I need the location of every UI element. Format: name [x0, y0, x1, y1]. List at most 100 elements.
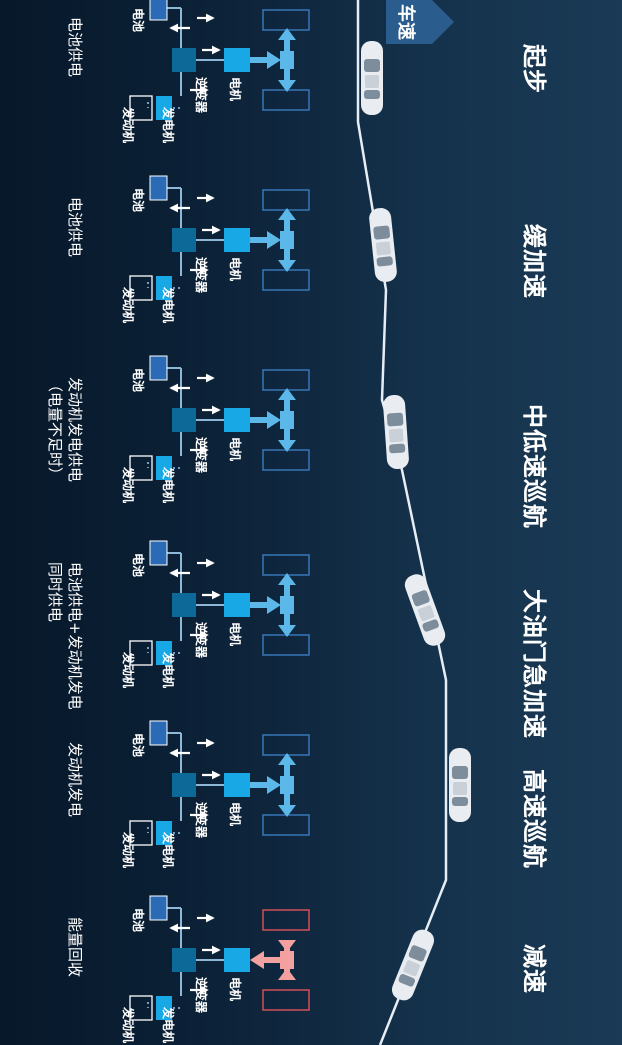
- inverter-label: 逆变器: [194, 977, 208, 1014]
- mode-description: 发动机发电: [66, 742, 84, 818]
- arrow-up-icon: [278, 208, 296, 220]
- arrow-up-icon: [278, 28, 296, 40]
- engine-label: 发动机: [121, 832, 135, 869]
- engine-box: [129, 820, 153, 846]
- mode-description: 能量回收: [66, 917, 84, 978]
- arrow-right-icon: [267, 596, 281, 614]
- wheel-box: [262, 734, 310, 756]
- motor-box: [224, 228, 250, 252]
- powertrain-diagram: [129, 175, 310, 301]
- speed-axis-label: 车速: [395, 4, 416, 40]
- powertrain-diagrams: [129, 0, 310, 1021]
- stage-title: 中低速巡航: [520, 404, 548, 529]
- generator-box: [156, 96, 172, 120]
- motor-box: [224, 773, 250, 797]
- generator-label: 发电机: [161, 832, 175, 869]
- engine-label: 发动机: [121, 652, 135, 689]
- battery-box: [149, 355, 168, 381]
- generator-box: [156, 821, 172, 845]
- wheel-box: [262, 9, 310, 31]
- engine-box: [129, 275, 153, 301]
- motor-label: 电机: [228, 977, 242, 1002]
- cars: [361, 41, 471, 1001]
- arrow-right-icon: [386, 0, 454, 44]
- battery-label: 电池: [131, 188, 145, 213]
- battery-box: [149, 175, 168, 201]
- stage-title: 高速巡航: [520, 769, 548, 869]
- inverter-label: 逆变器: [194, 437, 208, 474]
- motor-label: 电机: [228, 77, 242, 102]
- axle-hub: [280, 951, 294, 969]
- car-icon: [383, 394, 409, 470]
- speed-axis-sign: 车速: [386, 0, 454, 44]
- engine-box: [129, 640, 153, 666]
- mode-description: 电池供电+发动机发电: [66, 562, 84, 710]
- arrow-right-icon: [267, 231, 281, 249]
- engine-box: [129, 95, 153, 121]
- mode-description: 电池供电: [66, 197, 84, 258]
- engine-box: [129, 995, 153, 1021]
- engine-label: 发动机: [121, 1007, 135, 1044]
- wheel-box: [262, 269, 310, 291]
- motor-box: [224, 48, 250, 72]
- powertrain-diagram: [129, 720, 310, 846]
- wheel-box: [262, 189, 310, 211]
- generator-box: [156, 456, 172, 480]
- wheel-box: [262, 909, 310, 931]
- arrow-right-icon: [267, 776, 281, 794]
- motor-label: 电机: [228, 622, 242, 647]
- stage-title: 大油门急加速: [520, 589, 548, 739]
- arrow-right-icon: [267, 51, 281, 69]
- arrow-down-icon: [278, 805, 296, 817]
- stage-title: 缓加速: [520, 224, 548, 299]
- stage-title: 减速: [520, 944, 548, 994]
- arrow-up-icon: [278, 573, 296, 585]
- speed-profile-line: [356, 0, 448, 1045]
- arrow-up-icon: [278, 753, 296, 765]
- battery-box: [149, 0, 168, 21]
- motor-label: 电机: [228, 437, 242, 462]
- inverter-label: 逆变器: [194, 802, 208, 839]
- battery-label: 电池: [131, 8, 145, 33]
- arrow-down-icon: [278, 260, 296, 272]
- battery-label: 电池: [131, 368, 145, 393]
- inverter-box: [172, 948, 196, 972]
- inverter-box: [172, 408, 196, 432]
- motor-label: 电机: [228, 257, 242, 282]
- engine-label: 发动机: [121, 467, 135, 504]
- generator-box: [156, 276, 172, 300]
- arrow-left-icon: [250, 951, 264, 969]
- mode-description: （电量不足时）: [46, 377, 64, 483]
- generator-box: [156, 641, 172, 665]
- powertrain-diagram: [129, 895, 310, 1021]
- speed-profile-road: [356, 0, 448, 1045]
- car-icon: [391, 929, 435, 1001]
- mode-description: 电池供电: [66, 17, 84, 78]
- motor-box: [224, 593, 250, 617]
- wheel-box: [262, 89, 310, 111]
- inverter-label: 逆变器: [194, 257, 208, 294]
- car-icon: [449, 748, 471, 822]
- inverter-box: [172, 773, 196, 797]
- generator-label: 发电机: [161, 107, 175, 144]
- battery-box: [149, 895, 168, 921]
- motor-box: [224, 408, 250, 432]
- wheel-box: [262, 989, 310, 1011]
- arrow-down-icon: [278, 940, 296, 952]
- battery-label: 电池: [131, 908, 145, 933]
- engine-label: 发动机: [121, 287, 135, 324]
- arrow-right-icon: [267, 411, 281, 429]
- battery-label: 电池: [131, 553, 145, 578]
- car-icon: [361, 41, 383, 115]
- mode-description: 发动机发电供电: [66, 377, 84, 483]
- powertrain-diagram: [129, 355, 310, 481]
- wheel-box: [262, 369, 310, 391]
- generator-box: [156, 996, 172, 1020]
- engine-box: [129, 455, 153, 481]
- powertrain-diagram: [129, 540, 310, 666]
- inverter-label: 逆变器: [194, 622, 208, 659]
- motor-box: [224, 948, 250, 972]
- inverter-box: [172, 228, 196, 252]
- battery-box: [149, 540, 168, 566]
